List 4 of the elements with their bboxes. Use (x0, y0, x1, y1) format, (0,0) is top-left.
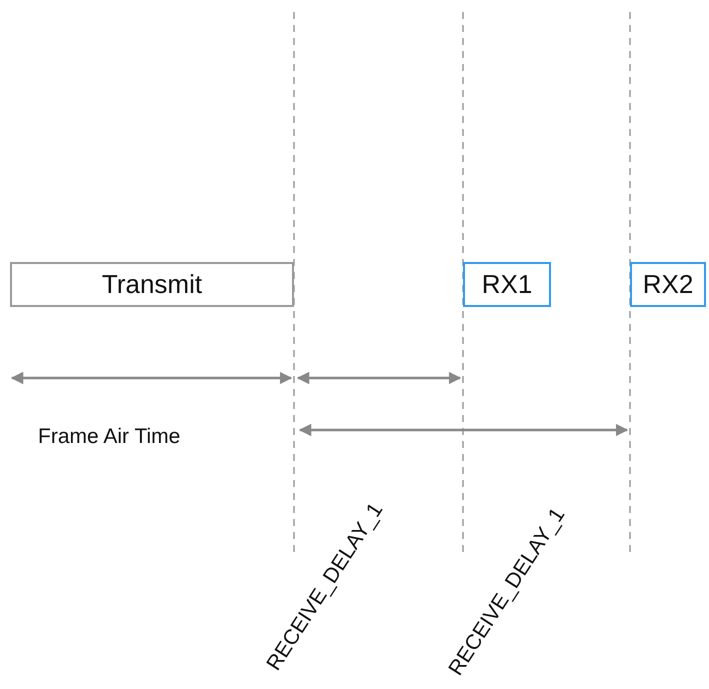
receive-window-box: RX1 (463, 262, 551, 307)
receive-window-box: RX2 (630, 262, 706, 307)
duration-label: Frame Air Time (38, 425, 180, 449)
transmit-window-box: Transmit (10, 262, 294, 307)
